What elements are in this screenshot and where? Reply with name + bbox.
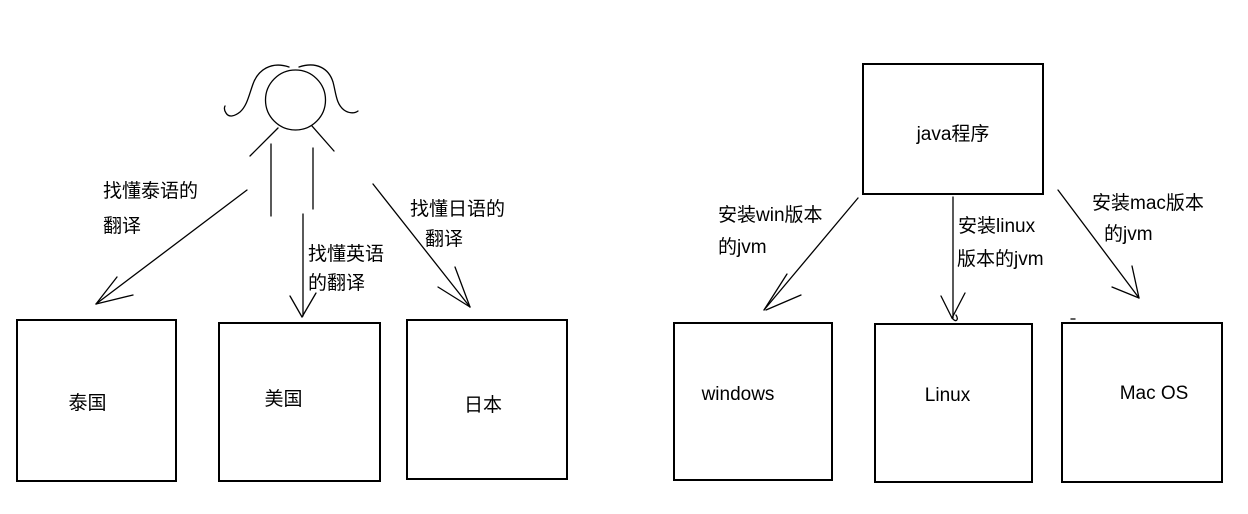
edge-label-thai-translator-line1: 找懂泰语的 — [103, 181, 199, 202]
figure-hair-left-icon — [223, 64, 290, 117]
figure-hair-right-icon — [298, 64, 359, 114]
box-macos-label: Mac OS — [1119, 382, 1189, 404]
box-windows: windows — [673, 322, 833, 481]
box-thailand-label: 泰国 — [68, 393, 107, 414]
girl-figure-icon — [223, 64, 359, 217]
edge-label-win-jvm-line1: 安装win版本 — [718, 205, 823, 226]
edge-label-linux-jvm-line2: 版本的jvm — [957, 249, 1044, 270]
box-usa-label: 美国 — [264, 388, 303, 410]
edge-label-linux-jvm-line1: 安装linux — [958, 216, 1036, 237]
box-windows-label: windows — [701, 383, 775, 405]
arrow-to-windows — [763, 197, 859, 311]
box-japan-label: 日本 — [463, 395, 502, 416]
edge-label-english-translator-line1: 找懂英语 — [308, 244, 385, 265]
box-java-program-label: java程序 — [916, 123, 990, 145]
arrow-to-japan — [372, 183, 471, 308]
box-japan: 日本 — [406, 319, 568, 480]
box-linux: Linux — [874, 323, 1033, 483]
box-thailand: 泰国 — [16, 319, 177, 482]
box-java-program: java程序 — [862, 63, 1044, 195]
edge-label-mac-jvm-line2: 的jvm — [1104, 224, 1153, 245]
arrow-to-linux — [940, 196, 966, 322]
arrow-to-macos — [1057, 189, 1140, 299]
box-macos: Mac OS — [1061, 322, 1223, 483]
edge-label-thai-translator-line2: 翻译 — [103, 216, 142, 237]
arrow-to-thailand — [95, 189, 248, 305]
box-linux-label: Linux — [924, 385, 971, 406]
edge-label-english-translator-line2: 的翻译 — [308, 273, 366, 294]
edge-label-win-jvm-line2: 的jvm — [718, 237, 767, 258]
edge-label-mac-jvm-line1: 安装mac版本 — [1092, 193, 1204, 214]
figure-head — [264, 69, 327, 131]
edge-label-japanese-translator-line2: 翻译 — [425, 229, 464, 250]
edge-label-japanese-translator-line1: 找懂日语的 — [410, 199, 506, 220]
figure-arm-right — [311, 125, 335, 152]
box-usa: 美国 — [218, 322, 381, 482]
figure-arm-left — [249, 127, 279, 157]
arrow-to-usa — [289, 213, 317, 318]
